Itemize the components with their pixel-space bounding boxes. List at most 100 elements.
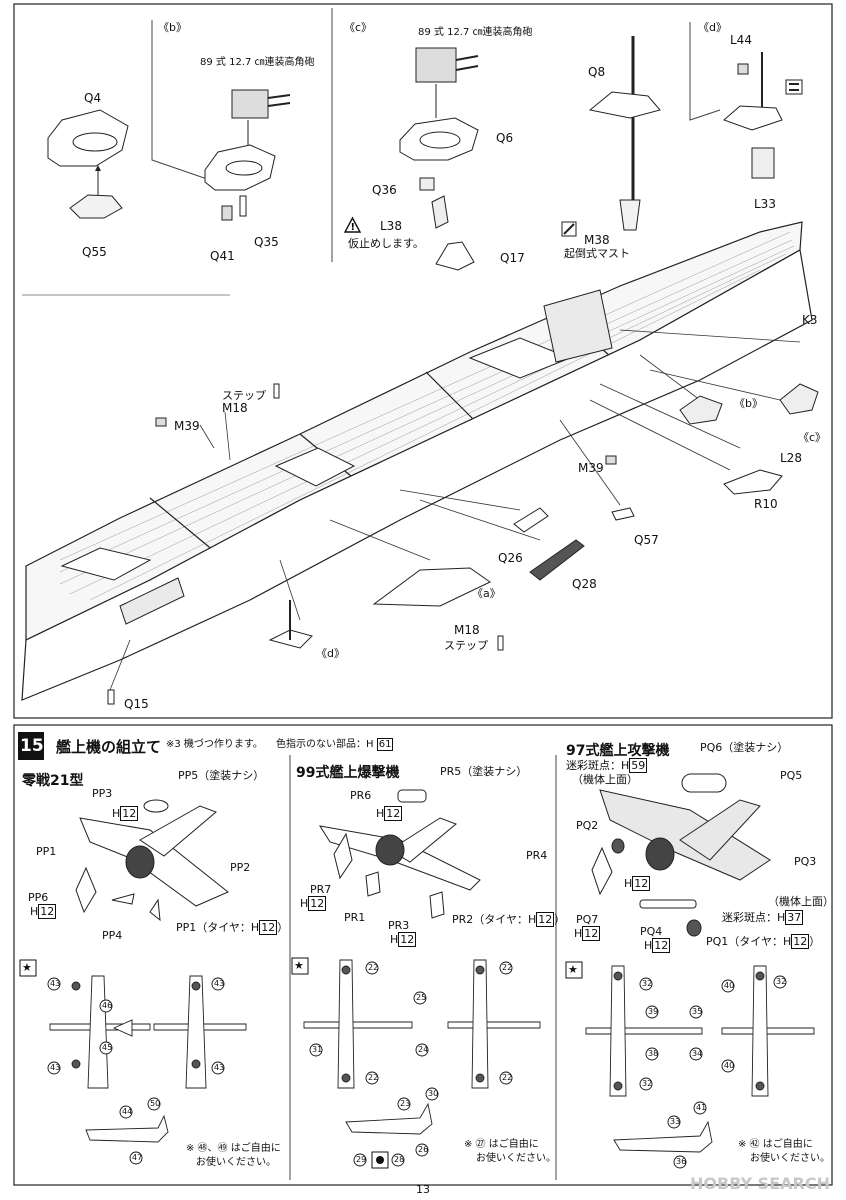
part-q41: Q41	[210, 249, 235, 263]
part-m39-right: M39	[578, 461, 604, 475]
panel-c-gun-label: 89 式 12.7 ㎝連装高角砲	[418, 27, 533, 38]
decal-40a: 40	[724, 981, 735, 990]
val-free-use-note-1: ※ ㉗ はご自由に	[464, 1139, 539, 1150]
decal-30: 30	[428, 1089, 439, 1098]
decal-45: 45	[102, 1043, 113, 1052]
temporary-fix-note: 仮止めします。	[348, 237, 424, 250]
panel-d-tag: 《d》	[698, 21, 727, 34]
decal-26: 26	[418, 1145, 429, 1154]
part-l33: L33	[754, 197, 776, 211]
zero-free-use-note-2: お使いください。	[196, 1157, 276, 1168]
part-pq3: PQ3	[794, 855, 817, 868]
decal-43a: 43	[50, 979, 61, 988]
decal-32b: 32	[642, 1079, 653, 1088]
decal-28: 28	[394, 1155, 405, 1164]
part-q17: Q17	[500, 251, 525, 265]
decal-31: 31	[312, 1045, 323, 1054]
part-k3: K3	[802, 313, 818, 327]
kate-free-use-note-1: ※ ㊷ はご自由に	[738, 1139, 813, 1150]
part-pp5: PP5（塗装ナシ）	[178, 769, 265, 782]
zero-free-use-note-1: ※ ㊽、㊾ はご自由に	[186, 1143, 281, 1154]
decal-star-val: ★	[294, 959, 304, 972]
decal-32c: 32	[776, 977, 787, 986]
ref-a: 《a》	[472, 587, 501, 600]
decal-star-zero: ★	[22, 961, 32, 974]
part-q6: Q6	[496, 131, 514, 145]
part-pp6: PP6	[28, 891, 49, 904]
kate-free-use-note-2: お使いください。	[750, 1153, 830, 1164]
decal-43d: 43	[214, 1063, 225, 1072]
decal-40b: 40	[724, 1061, 735, 1070]
unpainted-note: 色指示のない部品：H 61	[276, 738, 394, 751]
camo2-sub: （機体上面）	[768, 895, 834, 908]
step-title: 艦上機の組立て	[56, 738, 162, 756]
decal-39: 39	[648, 1007, 659, 1016]
part-l38: L38	[380, 219, 402, 233]
decal-43b: 43	[50, 1063, 61, 1072]
part-pr5: PR5（塗装ナシ）	[440, 765, 528, 778]
panel-b-tag: 《b》	[158, 21, 187, 34]
panel-b-gun-label: 89 式 12.7 ㎝連装高角砲	[200, 57, 315, 68]
part-pq5: PQ5	[780, 769, 803, 782]
decal-33: 33	[670, 1117, 681, 1126]
part-pr4: PR4	[526, 849, 548, 862]
part-pq6: PQ6（塗装ナシ）	[700, 741, 789, 754]
part-q35: Q35	[254, 235, 279, 249]
part-q28: Q28	[572, 577, 597, 591]
part-q36: Q36	[372, 183, 397, 197]
decal-47: 47	[132, 1153, 143, 1162]
part-m39-left: M39	[174, 419, 200, 433]
part-pr1: PR1	[344, 911, 366, 924]
part-m18-bottom: M18	[454, 623, 480, 637]
decal-24: 24	[418, 1045, 429, 1054]
decal-44: 44	[122, 1107, 133, 1116]
part-pp1: PP1	[36, 845, 57, 858]
decal-star-kate: ★	[568, 963, 578, 976]
part-pq2: PQ2	[576, 819, 599, 832]
part-pq4: PQ4	[640, 925, 663, 938]
ref-c: 《c》	[798, 431, 827, 444]
decal-50: 50	[150, 1099, 161, 1108]
ref-b: 《b》	[734, 397, 763, 410]
decal-38: 38	[648, 1049, 659, 1058]
part-q15: Q15	[124, 697, 149, 711]
page-number: 13	[416, 1183, 430, 1196]
decal-22a: 22	[368, 963, 379, 972]
decal-25: 25	[416, 993, 427, 1002]
part-pr3: PR3	[388, 919, 410, 932]
decal-46: 46	[102, 1001, 113, 1010]
part-pp3: PP3	[92, 787, 113, 800]
part-q26: Q26	[498, 551, 523, 565]
decal-22b: 22	[368, 1073, 379, 1082]
decal-35: 35	[692, 1007, 703, 1016]
watermark: HOBBY SEARCH	[690, 1174, 830, 1193]
part-pp4: PP4	[102, 929, 123, 942]
ref-d: 《d》	[316, 647, 345, 660]
part-pr6: PR6	[350, 789, 372, 802]
step-label-bottom: ステップ	[444, 639, 488, 652]
decal-23: 23	[400, 1099, 411, 1108]
part-q8: Q8	[588, 65, 606, 79]
decal-41: 41	[696, 1103, 707, 1112]
part-pp2: PP2	[230, 861, 251, 874]
kate-title: 97式艦上攻撃機	[566, 743, 670, 759]
part-r10: R10	[754, 497, 778, 511]
part-l44: L44	[730, 33, 752, 47]
part-q55: Q55	[82, 245, 107, 259]
decal-22d: 22	[502, 1073, 513, 1082]
decal-29: 29	[356, 1155, 367, 1164]
decal-36: 36	[676, 1157, 687, 1166]
val-free-use-note-2: お使いください。	[476, 1153, 556, 1164]
decal-34: 34	[692, 1049, 703, 1058]
